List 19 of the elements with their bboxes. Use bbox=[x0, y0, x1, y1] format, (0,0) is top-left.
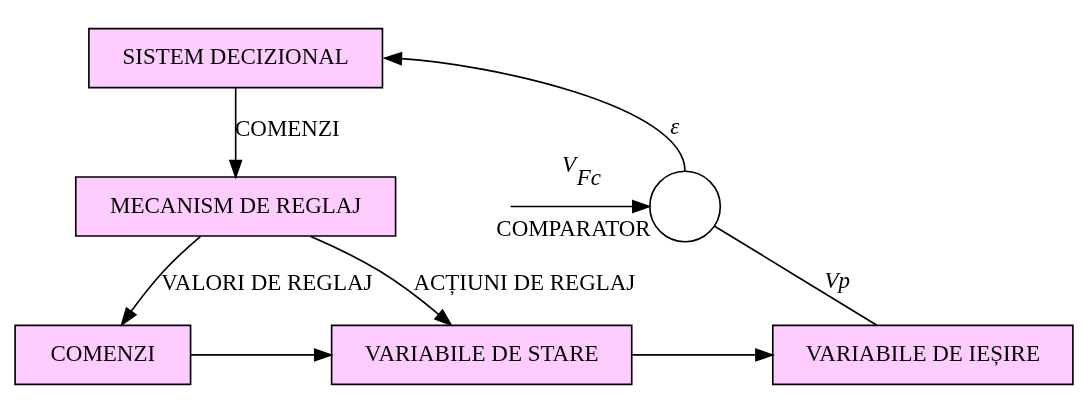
edge-label: VALORI DE REGLAJ bbox=[161, 269, 373, 295]
arrow bbox=[309, 234, 454, 327]
node-box: VARIABILE DE STARE bbox=[330, 324, 633, 385]
node-label: COMPARATOR bbox=[496, 215, 651, 241]
node-box: COMENZI bbox=[14, 324, 192, 385]
arrow bbox=[631, 347, 775, 362]
connector bbox=[713, 224, 878, 326]
edge-label: COMENZI bbox=[235, 114, 340, 140]
edge-label: ACȚIUNI DE REGLAJ bbox=[413, 269, 636, 295]
edge-label: ε bbox=[670, 113, 680, 139]
arrow bbox=[120, 234, 202, 327]
node-box: VARIABILE DE IEȘIRE bbox=[771, 324, 1074, 385]
node-box: SISTEM DECIZIONAL bbox=[88, 27, 384, 88]
arrow bbox=[509, 199, 652, 213]
arrow bbox=[228, 86, 243, 179]
edge-label: Vp bbox=[824, 267, 850, 293]
arrow bbox=[190, 347, 334, 362]
arrow bbox=[382, 51, 686, 172]
node-box: MECANISM DE REGLAJ bbox=[74, 175, 397, 237]
